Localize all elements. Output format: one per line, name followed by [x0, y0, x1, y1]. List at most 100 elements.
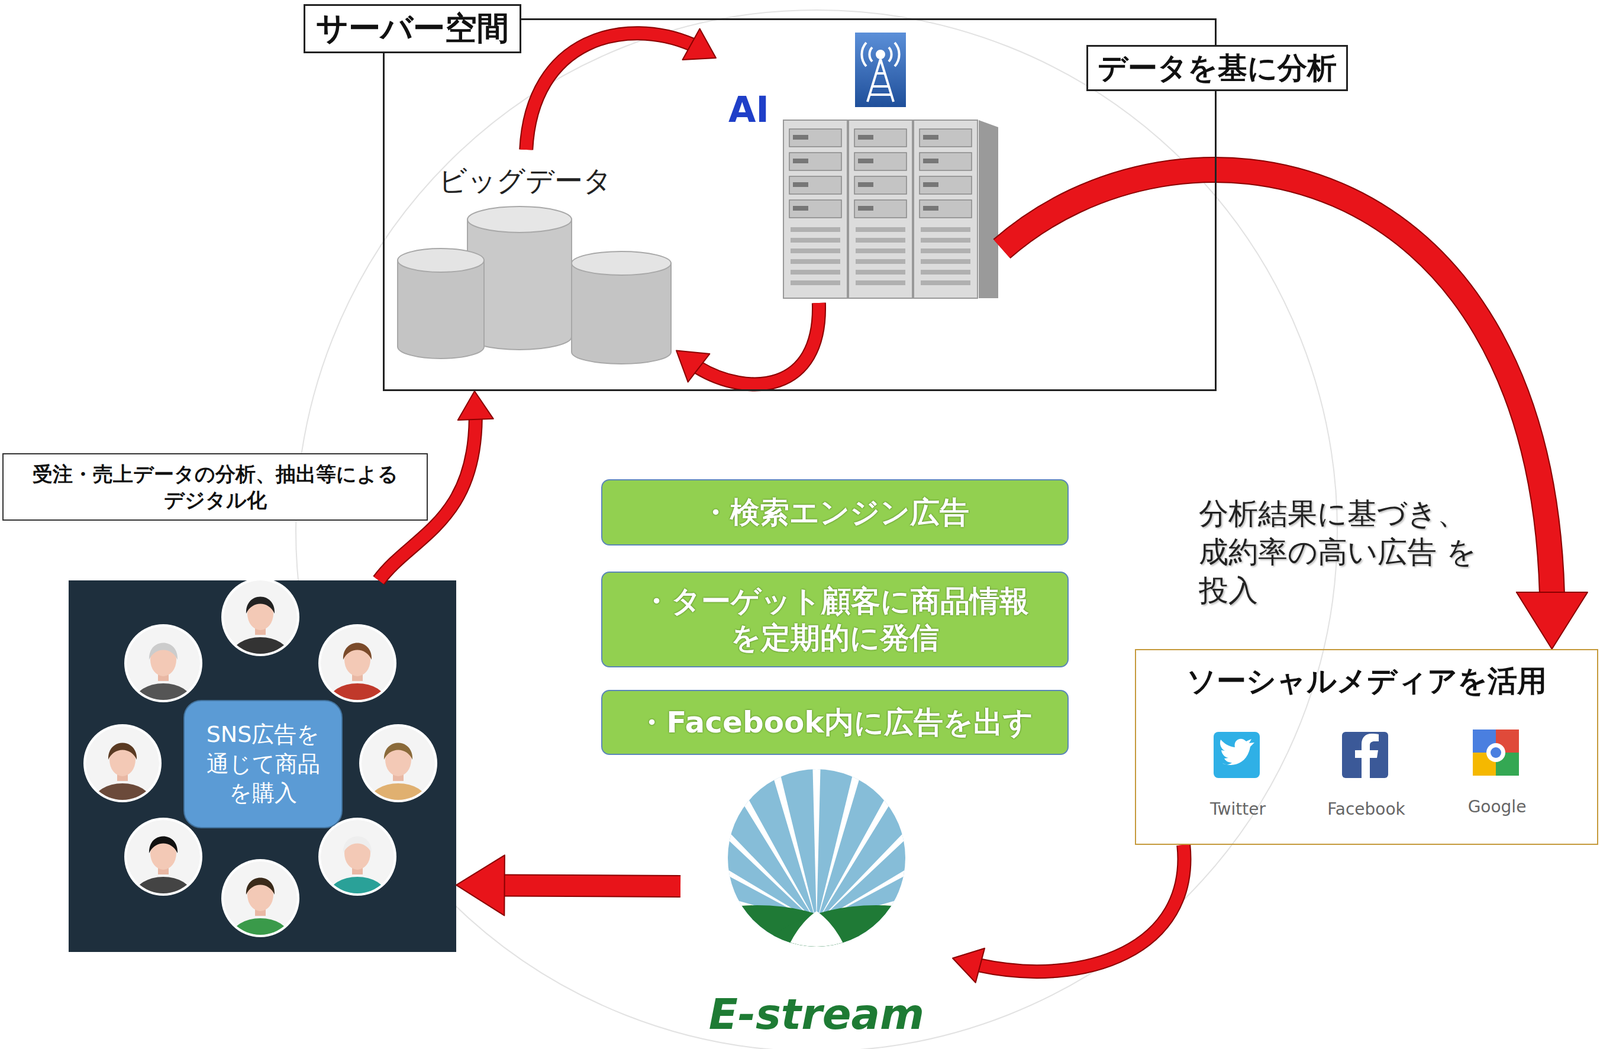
server-slot [919, 128, 972, 147]
sun-ray [735, 788, 817, 924]
avatar [223, 580, 298, 673]
arrow-head [682, 28, 716, 60]
annotation-text: 分析結果に基づき、 成約率の高い広告 を投入 [1198, 494, 1480, 611]
company-logo [633, 768, 1000, 1048]
server-rack [913, 120, 978, 299]
server-slot [854, 128, 907, 147]
node-text: サーバー空間 [303, 4, 522, 54]
server-led [857, 158, 874, 164]
node-text: ・検索エンジン広告 [700, 494, 970, 532]
antenna-icon [855, 32, 906, 108]
server-slot [919, 200, 972, 218]
avatar-body [369, 783, 427, 819]
server-vent [855, 227, 906, 232]
server-slot [854, 200, 907, 218]
avatars [83, 578, 438, 954]
node-text: Twitter [1178, 799, 1298, 819]
server-slot [789, 176, 842, 195]
avatar-body [134, 876, 192, 913]
ad-box: ・Facebook内に広告を出す [601, 689, 1069, 756]
server-vent [920, 227, 971, 232]
flow-arrow [456, 855, 681, 916]
arrow-head [1516, 592, 1588, 650]
server-led [792, 158, 809, 164]
server-vent [920, 259, 971, 264]
avatar-hair [246, 597, 275, 615]
avatar [320, 820, 395, 913]
server-led [792, 182, 809, 187]
server-vent [855, 259, 906, 264]
arrow-shaft [676, 302, 819, 385]
bigdata-store: ビッグデータ [398, 149, 677, 357]
ai-server: AI [715, 32, 1002, 303]
avatar [126, 820, 200, 913]
node-text: Facebook [1307, 799, 1426, 819]
avatar-body [231, 918, 289, 954]
database-cylinders [397, 206, 672, 364]
arrow-head [952, 948, 985, 983]
server-led [857, 205, 874, 211]
avatar [223, 861, 298, 954]
customer-panel: SNS広告を 通じて商品 を購入 [68, 580, 457, 953]
server-racks [783, 120, 999, 299]
arrow-outline [676, 302, 819, 385]
node-text: ・Facebook内に広告を出す [636, 704, 1033, 742]
server-vent [790, 259, 841, 264]
social-icons [1213, 729, 1519, 779]
server-vent [790, 227, 841, 232]
server-vent [790, 269, 841, 275]
arrow-outline [1001, 169, 1553, 650]
sun-ray [813, 769, 821, 924]
avatar [361, 726, 435, 819]
server-vent [920, 269, 971, 275]
node-text: SNS広告を 通じて商品 を購入 [183, 700, 343, 829]
node-text: ・ターゲット顧客に商品情報 を定期的に発信 [627, 582, 1043, 657]
node-text: データを基に分析 [1097, 50, 1337, 86]
people-panel [68, 580, 457, 953]
avatar-body [328, 876, 386, 913]
node-text: Google [1437, 797, 1557, 817]
avatar-hair [149, 643, 178, 661]
server-rack [783, 120, 848, 299]
avatar-hair [246, 878, 275, 896]
node-text: E-stream [680, 992, 953, 1036]
node-text: ソーシャルメディアを活用 [1136, 663, 1598, 699]
avatar-hair [149, 836, 178, 854]
server-slot [789, 152, 842, 171]
server-slot [789, 128, 842, 147]
server-led [923, 158, 939, 164]
callout-box: 受注・売上データの分析、抽出等による デジタル化 [2, 453, 428, 521]
server-vent [790, 248, 841, 254]
server-led [923, 205, 939, 211]
server-slot [854, 176, 907, 195]
server-vent [790, 280, 841, 286]
flow-arrow [676, 302, 819, 385]
arrow-outline [952, 844, 1185, 972]
server-vent [855, 280, 906, 286]
server-slot [789, 200, 842, 218]
avatar-hair [108, 743, 137, 761]
flow-arrow [526, 28, 716, 150]
server-led [857, 134, 874, 140]
server-vent [855, 237, 906, 243]
avatar-hair [384, 743, 413, 761]
server-vent [855, 269, 906, 275]
ad-box: ・ターゲット顧客に商品情報 を定期的に発信 [601, 571, 1069, 668]
server-led [857, 182, 874, 187]
server-led [923, 182, 939, 187]
server-vent [920, 280, 971, 286]
arrow-shaft [1001, 169, 1553, 650]
node-text: 受注・売上データの分析、抽出等による デジタル化 [26, 460, 405, 514]
arrow-head [676, 350, 710, 383]
heading-box: データを基に分析 [1086, 44, 1348, 92]
arrow-head [456, 855, 505, 916]
node-text: AI [728, 91, 770, 128]
server-vent [790, 237, 841, 243]
server-led [792, 134, 809, 140]
flow-arrow [1001, 169, 1588, 650]
server-led [792, 205, 809, 211]
node-text: ビッグデータ [438, 165, 612, 197]
flow-arrow [952, 844, 1185, 983]
avatar-hair [343, 836, 372, 854]
